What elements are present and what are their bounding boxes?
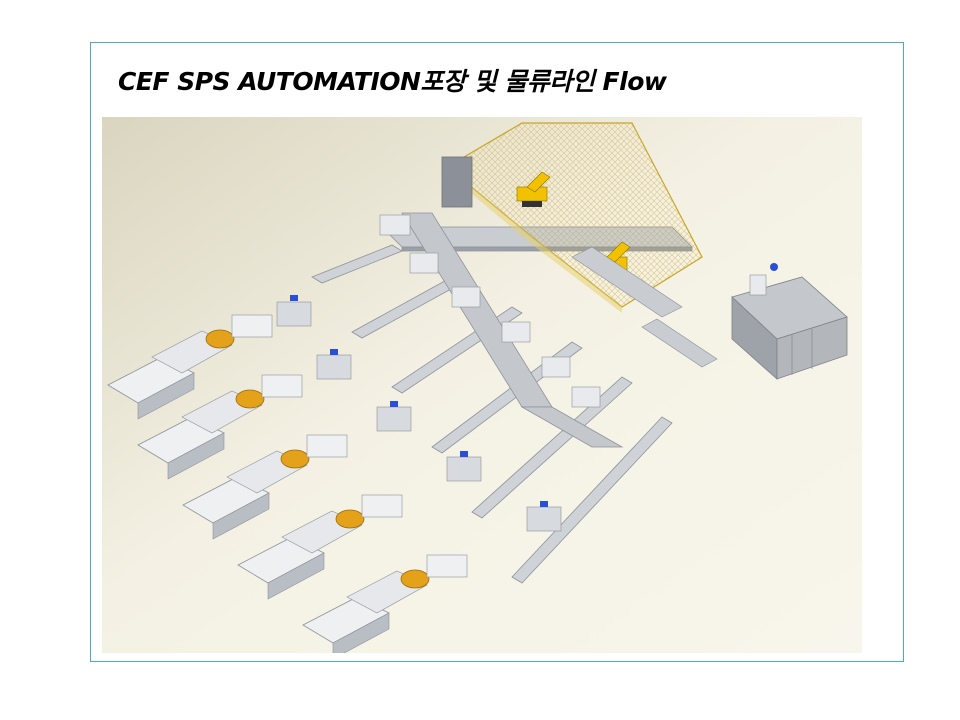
slide-title: CEF SPS AUTOMATION포장 및 물류라인 Flow: [118, 67, 667, 96]
line-render-image: [102, 117, 862, 653]
robot-enclosure: [441, 122, 718, 368]
render-illustration: [102, 117, 862, 653]
inspection-stations: [379, 214, 601, 408]
warehouse-storage: [731, 263, 848, 380]
floor: [102, 117, 862, 653]
branch-conveyors: [311, 244, 673, 584]
robot-arm-1: [516, 171, 551, 207]
transfer-conveyor: [401, 212, 624, 448]
machine-rows: [107, 295, 562, 653]
